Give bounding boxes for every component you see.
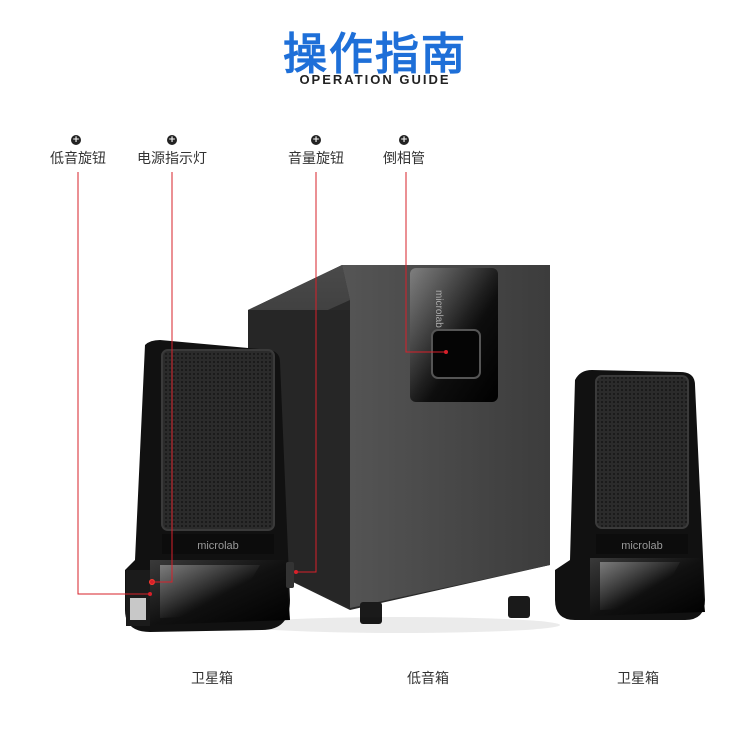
callout-volume-knob: 音量旋钮 [288,151,344,167]
brand-logo: microlab [197,540,239,552]
brand-logo: microlab [433,290,444,328]
page-subtitle: OPERATION GUIDE [299,72,451,87]
callout-bass-knob: 低音旋钮 [50,151,106,167]
callout-power-indicator: 电源指示灯 [137,151,207,167]
brand-logo: microlab [621,540,663,552]
label-right-satellite: 卫星箱 [617,671,659,687]
plus-icon: + [71,135,81,145]
plus-icon: + [399,135,409,145]
label-subwoofer: 低音箱 [407,671,449,687]
plus-icon: + [311,135,321,145]
page-title: 操作指南 [283,29,467,80]
left-satellite-speaker: microlab [125,340,294,632]
callout-bass-port: 倒相管 [383,151,425,167]
label-left-satellite: 卫星箱 [191,671,233,687]
subwoofer: microlab [240,265,560,633]
callout-lines [77,172,446,595]
plus-icon: + [167,135,177,145]
volume-knob[interactable] [286,562,294,588]
right-satellite-speaker: microlab [555,370,705,620]
